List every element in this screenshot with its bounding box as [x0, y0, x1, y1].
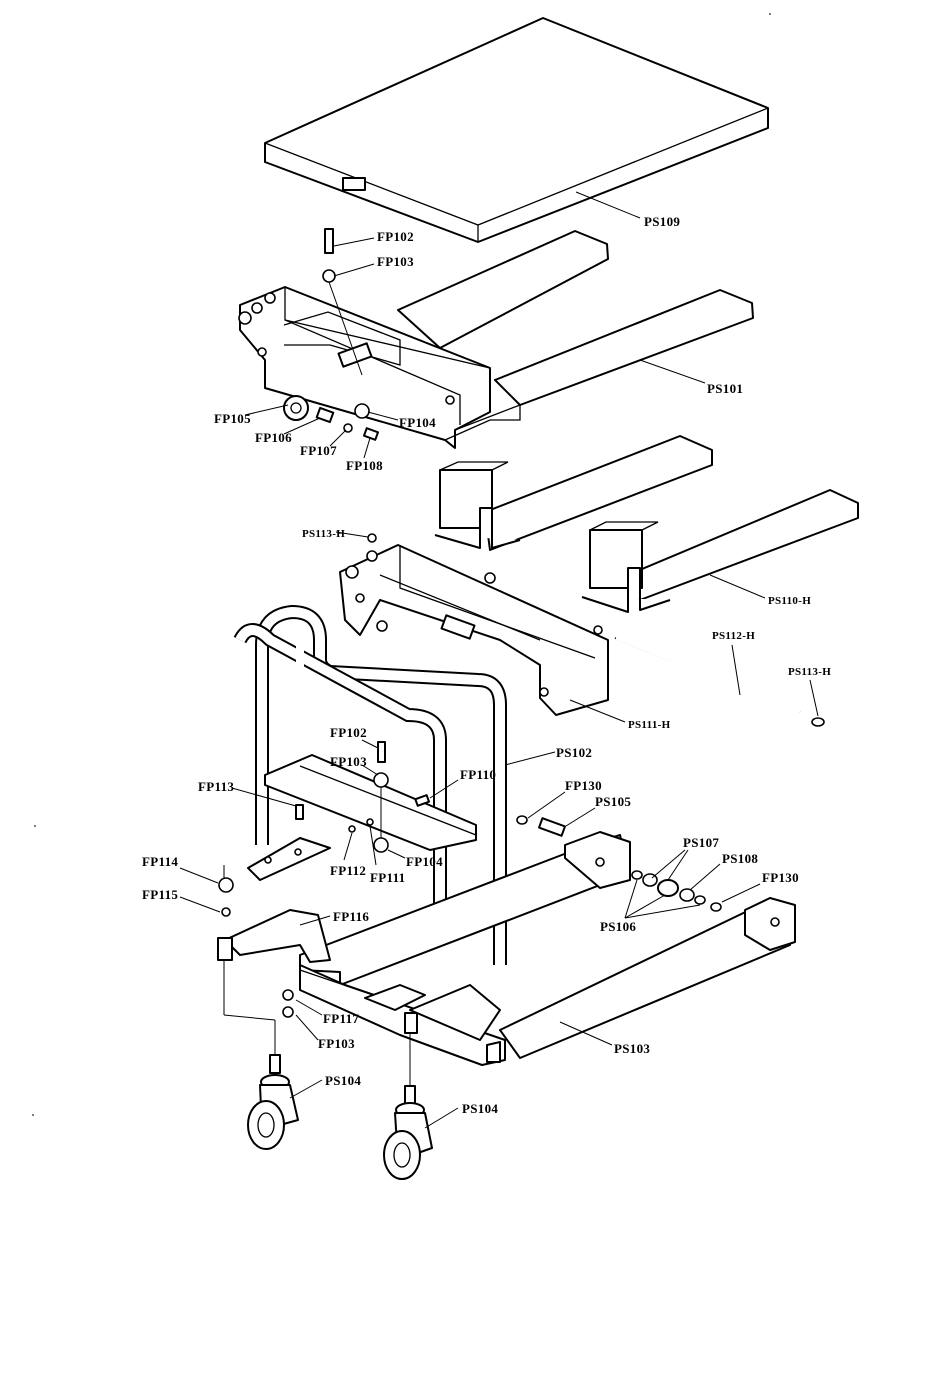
label-ps105: PS105 [595, 794, 631, 809]
label-ps108: PS108 [722, 851, 758, 866]
bearings-ps106-ps108 [632, 871, 721, 911]
label-ps104-right: PS104 [462, 1101, 498, 1116]
label-ps101: PS101 [707, 381, 743, 396]
label-fp112: FP112 [330, 863, 366, 878]
part-labels: PS109 FP102 FP103 PS101 FP104 FP105 FP10… [142, 214, 831, 1116]
axle-ps112-ps113 [615, 638, 824, 726]
label-fp130-top: FP130 [565, 778, 602, 793]
label-fp105: FP105 [214, 411, 251, 426]
label-fp103-top: FP103 [377, 254, 414, 269]
label-fp115: FP115 [142, 887, 178, 902]
label-fp106: FP106 [255, 430, 292, 445]
caster-ps104-right [384, 1086, 432, 1179]
label-ps113-lower: PS113-H [788, 666, 831, 678]
label-ps106: PS106 [600, 919, 636, 934]
label-fp103-mid: FP103 [330, 754, 367, 769]
label-ps107: PS107 [683, 835, 719, 850]
label-fp113: FP113 [198, 779, 234, 794]
label-fp102-top: FP102 [377, 229, 414, 244]
label-ps111: PS111-H [628, 719, 671, 731]
caster-ps104-left [248, 1055, 298, 1149]
label-fp117: FP117 [323, 1011, 359, 1026]
label-fp104-top: FP104 [399, 415, 436, 430]
label-fp103-bottom: FP103 [318, 1036, 355, 1051]
label-ps113-upper: PS113-H [302, 528, 345, 540]
label-ps112: PS112-H [712, 630, 755, 642]
label-fp102-mid: FP102 [330, 725, 367, 740]
label-fp116: FP116 [333, 909, 369, 924]
label-ps102: PS102 [556, 745, 592, 760]
upper-fork-frame-ps101 [239, 231, 753, 448]
label-fp108: FP108 [346, 458, 383, 473]
label-fp114: FP114 [142, 854, 178, 869]
label-fp130-right: FP130 [762, 870, 799, 885]
label-ps110: PS110-H [768, 595, 811, 607]
label-ps109: PS109 [644, 214, 680, 229]
label-fp104-mid: FP104 [406, 854, 443, 869]
label-fp107: FP107 [300, 443, 337, 458]
table-top-ps109 [265, 18, 768, 242]
label-ps103: PS103 [614, 1041, 650, 1056]
label-ps104-left: PS104 [325, 1073, 361, 1088]
base-frame-ps103 [300, 832, 795, 1065]
label-fp111: FP111 [370, 870, 405, 885]
pin-ps105-fp130 [517, 816, 565, 836]
label-fp110: FP110 [460, 767, 496, 782]
